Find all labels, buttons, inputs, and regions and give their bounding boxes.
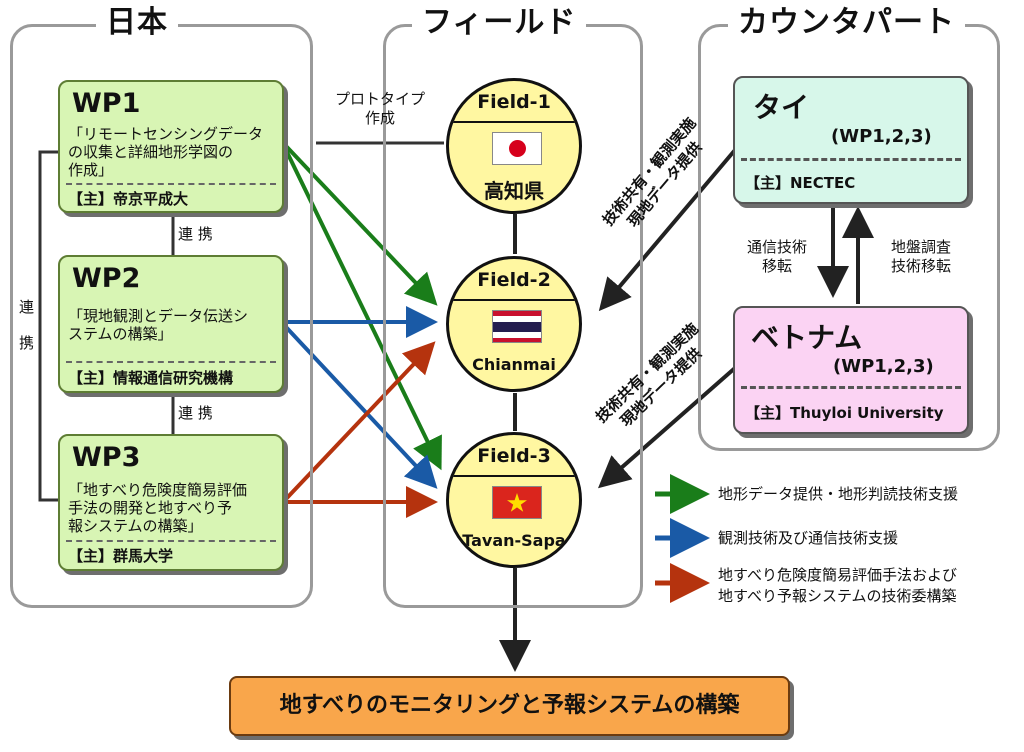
wp3-title: WP3 <box>72 442 141 473</box>
comm-tech-transfer-label: 通信技術 移転 <box>737 238 817 276</box>
prototype-label-line: プロトタイプ <box>334 90 425 108</box>
vietnam-wp: (WP1,2,3) <box>833 356 934 377</box>
field-1-title: Field-1 <box>477 91 551 113</box>
field-2-location: Chianmai <box>472 355 556 374</box>
prototype-label-line: 作成 <box>364 109 395 127</box>
wp1-box: WP1 「リモートセンシングデータ の収集と詳細地形学図の 作成」 【主】帝京平… <box>58 80 284 213</box>
vietnam-box: ベトナム (WP1,2,3) 【主】Thuyloi University <box>733 306 969 434</box>
renkei-label: 連 携 <box>178 404 213 422</box>
wp2-title: WP2 <box>72 263 141 294</box>
prototype-label: プロトタイプ 作成 <box>330 90 430 128</box>
field-2-circle: Field-2 Chianmai <box>446 256 582 392</box>
field-1-location: 高知県 <box>484 179 544 203</box>
counterpart-panel-title: カウンタパート <box>728 6 965 40</box>
vietnam-to-field3-arrow <box>597 366 737 489</box>
wp2-lead: 【主】情報通信研究機構 <box>68 369 234 387</box>
japan-panel-title: 日本 <box>96 6 178 40</box>
field-1-circle: Field-1 高知県 <box>446 78 582 214</box>
ground-survey-transfer-line: 技術移転 <box>890 257 951 275</box>
wp3-desc-line: 「地すべり危険度簡易評価 <box>68 481 247 499</box>
thai-to-field2-arrow <box>598 148 737 312</box>
ground-survey-transfer-line: 地盤調査 <box>890 238 951 256</box>
green-arrow-field2 <box>283 143 438 306</box>
wp2-desc-line: 「現地観測とデータ伝送シ <box>68 307 249 325</box>
field-2-title: Field-2 <box>477 269 551 291</box>
field-3-divider <box>449 475 579 477</box>
field-1-divider <box>449 121 579 123</box>
legend-red-label-line: 地すべり危険度簡易評価手法および <box>718 566 957 584</box>
vietnam-flag-icon <box>492 486 542 519</box>
wp1-desc-line: 作成」 <box>68 161 114 179</box>
wp3-desc-line: 手法の開発と地すべり予 <box>68 499 232 517</box>
wp3-box: WP3 「地すべり危険度簡易評価 手法の開発と地すべり予 報システムの構築」 【… <box>58 434 284 571</box>
field-3-circle: Field-3 Tavan-Sapa <box>446 432 582 568</box>
japan-flag-icon <box>492 132 542 165</box>
wp1-lead: 【主】帝京平成大 <box>68 190 189 208</box>
renkei-label: 連 携 <box>178 225 213 243</box>
wp3-lead: 【主】群馬大学 <box>68 547 174 565</box>
wp2-divider <box>66 361 276 363</box>
renkei-vertical-label: 携 <box>19 334 35 353</box>
legend-blue-label: 観測技術及び通信技術支援 <box>718 529 899 547</box>
field-3-title: Field-3 <box>477 445 551 467</box>
blue-arrow-field3 <box>283 324 438 489</box>
vietnam-lead: 【主】Thuyloi University <box>745 404 944 422</box>
field-3-location: Tavan-Sapa <box>462 531 566 550</box>
thai-divider <box>741 158 961 161</box>
ground-survey-transfer-label: 地盤調査 技術移転 <box>876 238 966 276</box>
thai-name: タイ <box>753 91 810 124</box>
thailand-flag-icon <box>492 310 542 343</box>
vietnam-name: ベトナム <box>751 321 863 354</box>
thai-wp: (WP1,2,3) <box>831 126 932 147</box>
legend-red-label-line: 地すべり予報システムの技術委構築 <box>718 587 957 605</box>
vietnam-divider <box>741 386 961 389</box>
comm-tech-transfer-line: 移転 <box>761 257 792 275</box>
wp3-desc-line: 報システムの構築」 <box>68 517 203 535</box>
field-panel-title: フィールド <box>412 6 587 40</box>
thai-lead: 【主】NECTEC <box>745 174 856 192</box>
field-2-divider <box>449 299 579 301</box>
wp1-desc-line: の収集と詳細地形学図の <box>68 143 234 161</box>
wp2-desc-line: ステムの構築」 <box>68 325 173 343</box>
thai-box: タイ (WP1,2,3) 【主】NECTEC <box>733 76 969 204</box>
wp3-divider <box>66 540 276 542</box>
wp2-box: WP2 「現地観測とデータ伝送シ ステムの構築」 【主】情報通信研究機構 <box>58 255 284 393</box>
outcome-box: 地すべりのモニタリングと予報システムの構築 <box>229 676 790 736</box>
wp1-desc-line: 「リモートセンシングデータ <box>68 125 264 143</box>
wp1-title: WP1 <box>72 88 141 119</box>
renkei-vertical-label: 連 <box>19 298 35 317</box>
wp1-divider <box>66 183 276 185</box>
legend-green-label: 地形データ提供・地形判読技術支援 <box>718 485 959 503</box>
comm-tech-transfer-line: 通信技術 <box>746 238 807 256</box>
red-arrow-field2 <box>283 341 436 502</box>
bracket-line <box>38 150 58 502</box>
